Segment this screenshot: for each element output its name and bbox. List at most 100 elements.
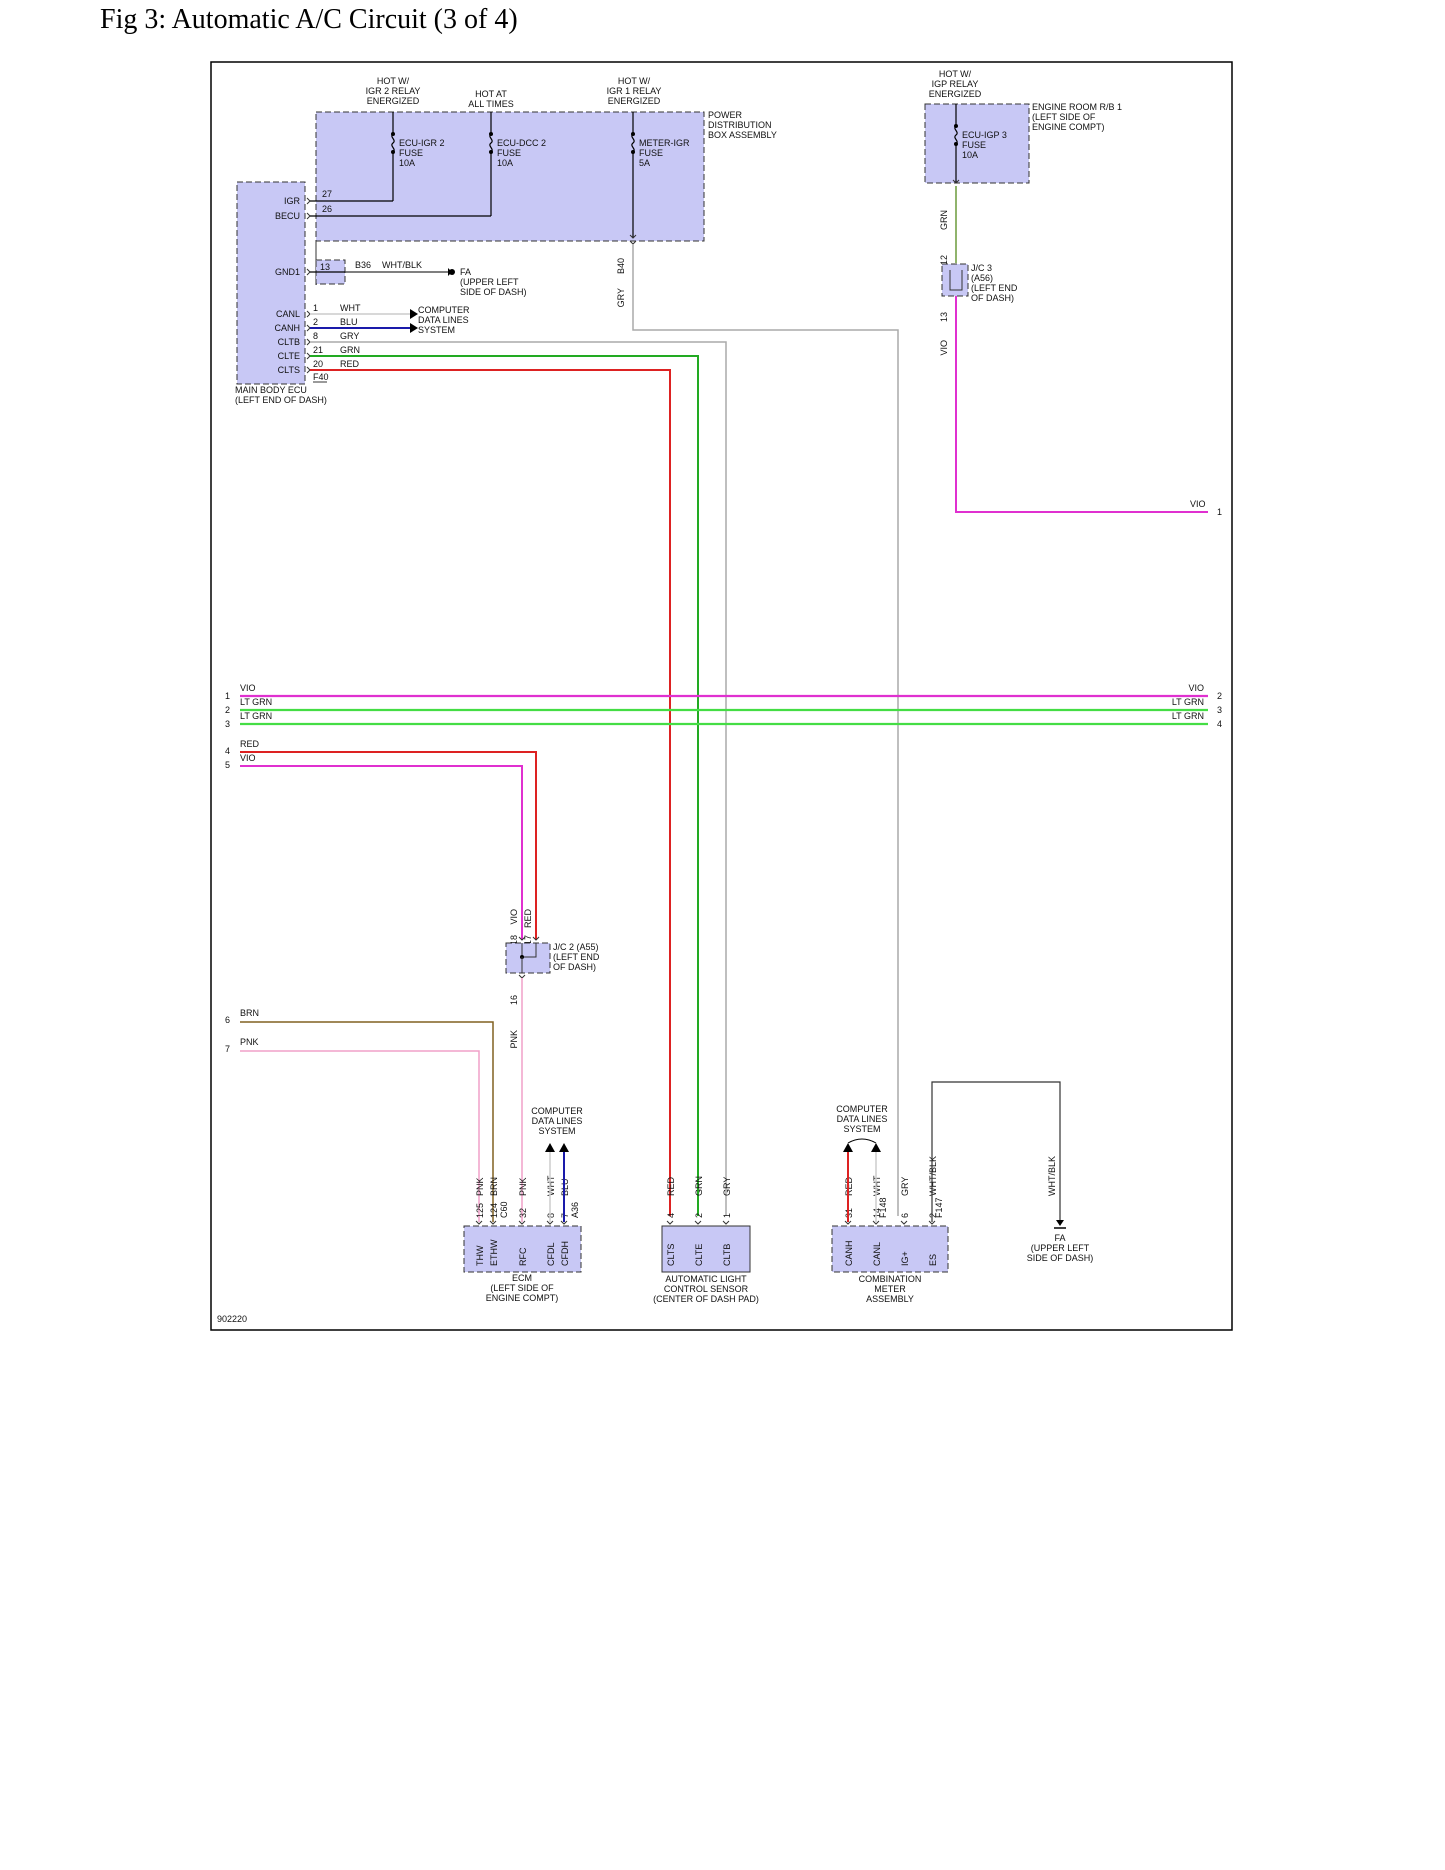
fuse-label: FUSE [639,148,663,158]
sensor-name: CONTROL SENSOR [664,1284,749,1294]
wire-clts [310,369,671,1216]
meter-name: COMBINATION [859,1274,922,1284]
fuse-label: 10A [962,150,978,160]
sensor-pin-label: CLTS [666,1244,676,1266]
wire-pnk-thw [240,1050,480,1222]
page-ref-number: 4 [225,746,230,756]
wire-color-label: PNK [509,1030,519,1049]
wire-red-jc2 [240,751,537,940]
data-lines-label: DATA LINES [532,1116,583,1126]
wire-vio-jc2 [240,765,523,940]
wire-color-label: VIO [509,909,519,925]
pin-number: 16 [509,995,519,1005]
top-label: IGP RELAY [932,79,979,89]
ground-arrow [1056,1220,1064,1226]
pin-number: 2 [313,317,318,327]
sensor-connector [666,1220,674,1225]
jc2-box [505,942,551,974]
wire-color-label: LT GRN [1172,711,1204,721]
wire-color-label: BRN [489,1177,499,1196]
pin-number: 124 [489,1203,499,1218]
ecu-connector [306,338,311,346]
data-line-arrow [871,1143,881,1152]
page-ref-number: 1 [225,691,230,701]
pdb-label: BOX ASSEMBLY [708,130,777,140]
ecm-pin-label: CFDH [560,1241,570,1266]
fuse-dcc2-dot [489,132,493,136]
top-label: HOT W/ [377,76,410,86]
meter-connector [844,1220,852,1225]
wire-color-label: GRN [694,1176,704,1196]
pin-number: 13 [320,262,330,272]
wire-brn-ethw [240,1021,494,1222]
fuse-label: 10A [497,158,513,168]
wire-color-label: VIO [240,753,256,763]
ground-label: FA [460,267,471,277]
ground-symbol [449,269,455,275]
pin-number: 32 [518,1208,528,1218]
ecu-pin-label: CANH [274,323,300,333]
wire-color-label: VIO [240,683,256,693]
jc2-connector [532,936,540,941]
ecu-name: MAIN BODY ECU [235,385,307,395]
ground-label: (UPPER LEFT [1031,1243,1090,1253]
sensor-connector [694,1220,702,1225]
meter-connector [928,1220,936,1225]
wire-color-label: PNK [518,1177,528,1196]
wire-color-label: WHT/BLK [928,1156,938,1196]
wire-es-ground [931,1081,1061,1222]
pin-number: 18 [509,935,519,945]
pin-number: 20 [313,359,323,369]
jc2-label: (LEFT END [553,952,600,962]
wire-color-label: GRY [722,1177,732,1196]
data-line-arrow [559,1143,569,1152]
data-lines-label: COMPUTER [418,305,470,315]
wire-color-label: PNK [240,1037,259,1047]
ecu-connector [306,310,311,318]
wire-color-label: WHT [872,1175,882,1196]
page-ref-number: 5 [225,760,230,770]
page-ref-number: 7 [225,1044,230,1054]
wire-color-label: GRN [340,345,360,355]
pin-number: 4 [666,1213,676,1218]
engine-room-label: (LEFT SIDE OF [1032,112,1096,122]
ecm-pin-label: RFC [518,1247,528,1266]
jc3-shorting [949,270,963,291]
connector-id: A36 [570,1202,580,1218]
fuse-igr2-element [391,133,395,153]
data-line-brace [847,1138,877,1144]
meter-name: METER [874,1284,906,1294]
jc2-connector [518,974,526,979]
ecm-pin-label: THW [475,1245,485,1266]
ground-label: SIDE OF DASH) [460,287,527,297]
ecu-connector [306,212,311,220]
page-ref-number: 2 [1217,691,1222,701]
wire-color-label: GRY [900,1177,910,1196]
jc3-label: (A56) [971,273,993,283]
jc2-shorting [521,943,537,958]
ecu-pin-label: CANL [276,309,300,319]
ecu-name: (LEFT END OF DASH) [235,395,327,405]
data-line-arrow [545,1143,555,1152]
pin-number: 21 [313,345,323,355]
pin-number: 17 [523,935,533,945]
top-label: ENERGIZED [929,89,982,99]
fuse-meter-element [631,133,635,153]
ecu-connector [306,197,311,205]
wire-color-label: LT GRN [1172,697,1204,707]
wire-ig-plus [632,244,899,1216]
sensor-pin-label: CLTE [694,1244,704,1266]
diagram-frame [210,61,1233,1331]
pin-number: 2 [928,1213,938,1218]
data-lines-label: DATA LINES [418,315,469,325]
ecm-pin-label: ETHW [489,1239,499,1266]
pin-number: 1 [313,303,318,313]
wire-clte [310,355,699,1216]
pdb-label: POWER [708,110,743,120]
connector-id: F40 [313,372,329,382]
page-ref-number: 3 [1217,705,1222,715]
top-label: ALL TIMES [468,99,514,109]
wire-color-label: VIO [1190,499,1206,509]
fuse-label: FUSE [399,148,423,158]
